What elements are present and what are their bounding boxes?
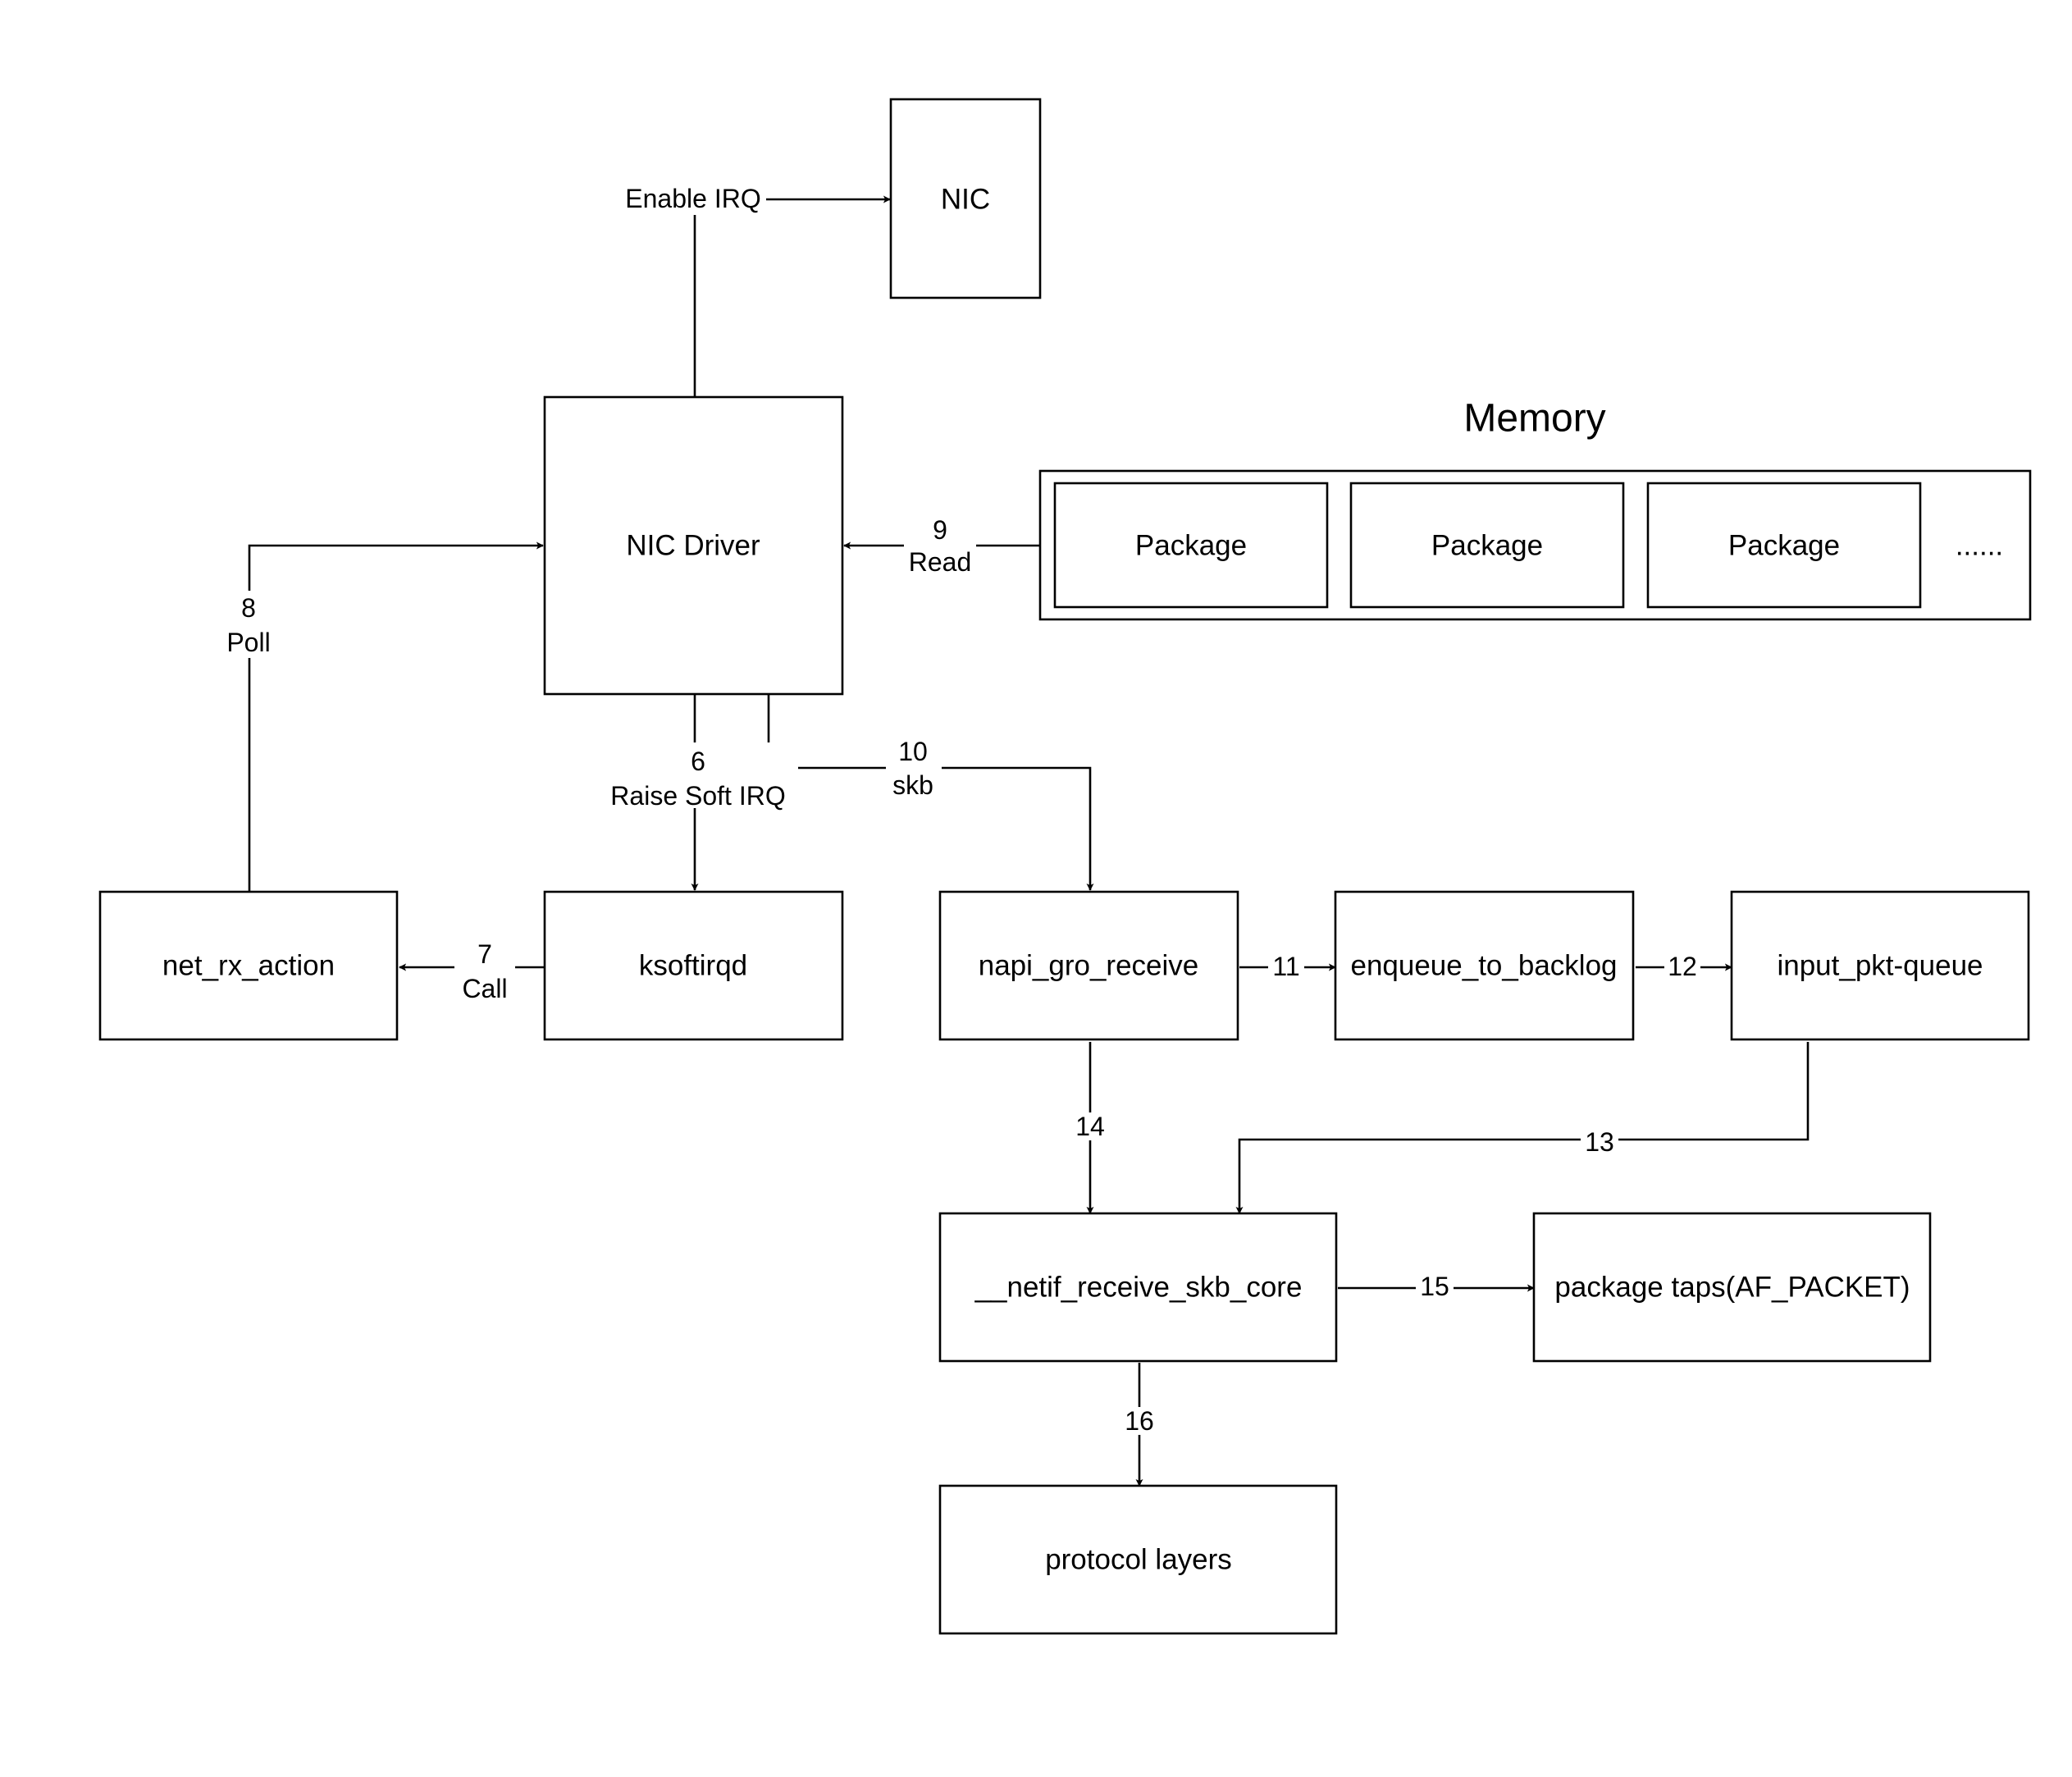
edge-label-7: 7 Call — [454, 937, 515, 1003]
svg-text:16: 16 — [1125, 1406, 1154, 1436]
memory-title: Memory — [1463, 397, 1605, 441]
svg-text:14: 14 — [1075, 1112, 1105, 1141]
net-rx-action-label: net_rx_action — [162, 950, 335, 982]
svg-text:13: 13 — [1585, 1127, 1614, 1157]
nic-label: NIC — [941, 184, 990, 216]
net-rx-action-node: net_rx_action — [98, 890, 399, 1041]
svg-text:skb: skb — [892, 770, 933, 800]
svg-text:7: 7 — [477, 939, 492, 969]
svg-text:9: 9 — [933, 515, 947, 545]
package-node-3: Package — [1646, 482, 1922, 609]
nic-driver-label: NIC Driver — [626, 530, 760, 562]
edge-label-11: 11 — [1268, 952, 1304, 981]
nic-driver-node: NIC Driver — [543, 395, 844, 696]
svg-text:6: 6 — [691, 747, 705, 776]
svg-text:Read: Read — [909, 547, 972, 577]
napi-gro-receive-node: napi_gro_receive — [938, 890, 1239, 1041]
svg-text:Poll: Poll — [226, 628, 270, 657]
package-ellipsis: ...... — [1956, 530, 2003, 562]
edge-label-12: 12 — [1664, 952, 1700, 981]
svg-text:15: 15 — [1420, 1272, 1449, 1301]
package-label-3: Package — [1728, 530, 1840, 562]
enqueue-to-backlog-node: enqueue_to_backlog — [1334, 890, 1635, 1041]
svg-text:Enable IRQ: Enable IRQ — [625, 184, 760, 213]
svg-text:12: 12 — [1668, 952, 1697, 981]
package-label-2: Package — [1431, 530, 1543, 562]
edge-label-9: 9 Read — [904, 514, 976, 579]
input-pkt-queue-label: input_pkt-queue — [1777, 950, 1983, 982]
svg-text:Raise Soft IRQ: Raise Soft IRQ — [610, 781, 785, 811]
edge-13 — [1235, 1042, 1810, 1214]
edge-8-poll — [248, 541, 544, 892]
enqueue-to-backlog-label: enqueue_to_backlog — [1350, 950, 1617, 982]
package-taps-label: package taps(AF_PACKET) — [1554, 1272, 1910, 1304]
package-node-1: Package — [1053, 482, 1329, 609]
ksoftirqd-node: ksoftirqd — [543, 890, 844, 1041]
edge-label-6: 6 Raise Soft IRQ — [596, 742, 798, 811]
svg-text:8: 8 — [241, 593, 256, 623]
ksoftirqd-label: ksoftirqd — [639, 950, 747, 982]
edge-enable-irq — [693, 195, 891, 397]
protocol-layers-label: protocol layers — [1045, 1544, 1232, 1576]
edge-label-13: 13 — [1581, 1127, 1618, 1157]
napi-gro-receive-label: napi_gro_receive — [979, 950, 1199, 982]
nic-node: NIC — [889, 98, 1042, 299]
svg-text:11: 11 — [1272, 952, 1299, 981]
netif-receive-skb-core-label: __netif_receive_skb_core — [974, 1272, 1303, 1304]
package-taps-node: package taps(AF_PACKET) — [1532, 1212, 1932, 1363]
edge-label-16: 16 — [1120, 1406, 1158, 1436]
edge-label-enable-irq: Enable IRQ — [620, 182, 766, 215]
edge-label-15: 15 — [1416, 1272, 1454, 1301]
memory-group: Memory Package Package Package ...... — [1038, 397, 2032, 621]
svg-text:10: 10 — [898, 737, 928, 766]
netif-receive-skb-core-node: __netif_receive_skb_core — [938, 1212, 1338, 1363]
input-pkt-queue-node: input_pkt-queue — [1730, 890, 2030, 1041]
edge-label-14: 14 — [1071, 1112, 1109, 1141]
edge-label-8: 8 Poll — [218, 591, 281, 658]
svg-text:Call: Call — [462, 974, 507, 1003]
edge-label-10: 10 skb — [886, 736, 942, 802]
package-node-2: Package — [1349, 482, 1625, 609]
protocol-layers-node: protocol layers — [938, 1484, 1338, 1635]
package-label-1: Package — [1135, 530, 1247, 562]
